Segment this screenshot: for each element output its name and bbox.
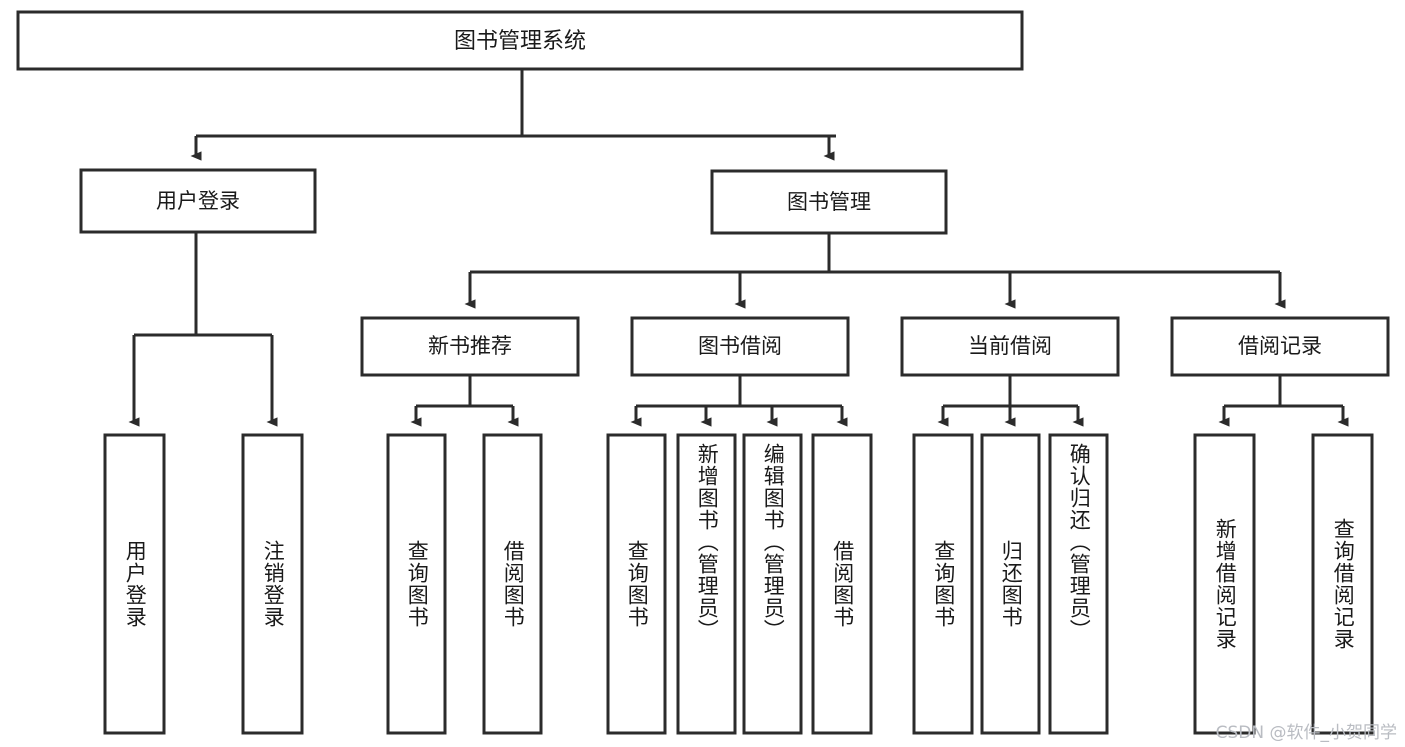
node-new-book-recommend[interactable]: 新书推荐: [360, 316, 580, 377]
node-current-borrow[interactable]: 当前借阅: [900, 316, 1120, 377]
node-user-login-label: 用户登录: [156, 189, 240, 213]
node-borrow-records-label: 借阅记录: [1238, 334, 1322, 358]
edge-current-to-leaves: [937, 376, 1084, 427]
leaf-box-current-borrow-2[interactable]: [1048, 433, 1109, 735]
leaf-box-book-borrow-0[interactable]: [606, 433, 667, 735]
leaf-box-current-borrow-0[interactable]: [912, 433, 974, 735]
watermark-text: CSDN @软件_小贺同学: [1215, 723, 1397, 743]
leaf-box-book-borrow-1[interactable]: [676, 433, 737, 735]
leaf-box-borrow-records-0[interactable]: [1193, 433, 1256, 735]
node-book-management[interactable]: 图书管理: [710, 169, 948, 235]
leaf-box-new-book-0[interactable]: [386, 433, 447, 735]
leaf-box-book-borrow-3[interactable]: [811, 433, 873, 735]
leaf-box-borrow-records-1[interactable]: [1311, 433, 1374, 735]
edge-newbook-to-leaves: [410, 376, 519, 427]
node-borrow-records[interactable]: 借阅记录: [1170, 316, 1390, 377]
node-current-borrow-label: 当前借阅: [968, 334, 1052, 358]
edge-userlogin-to-leaves: [128, 233, 278, 427]
leaf-box-user-login-0[interactable]: [103, 433, 166, 735]
leaf-box-user-login-1[interactable]: [241, 433, 304, 735]
node-root-label: 图书管理系统: [454, 29, 586, 54]
node-book-management-label: 图书管理: [787, 190, 871, 214]
node-book-borrow[interactable]: 图书借阅: [630, 316, 850, 377]
node-book-borrow-label: 图书借阅: [698, 334, 782, 358]
leaf-box-current-borrow-1[interactable]: [980, 433, 1041, 735]
edge-bookmgmt-to-level2: [464, 234, 1286, 309]
node-new-book-recommend-label: 新书推荐: [428, 334, 512, 358]
node-root[interactable]: 图书管理系统: [16, 10, 1024, 71]
node-user-login[interactable]: 用户登录: [79, 168, 317, 234]
edge-root-to-level1: [190, 69, 836, 161]
edge-records-to-leaves: [1218, 376, 1349, 427]
leaf-box-new-book-1[interactable]: [482, 433, 543, 735]
edge-borrow-to-leaves: [630, 376, 848, 427]
leaf-box-book-borrow-2[interactable]: [742, 433, 803, 735]
